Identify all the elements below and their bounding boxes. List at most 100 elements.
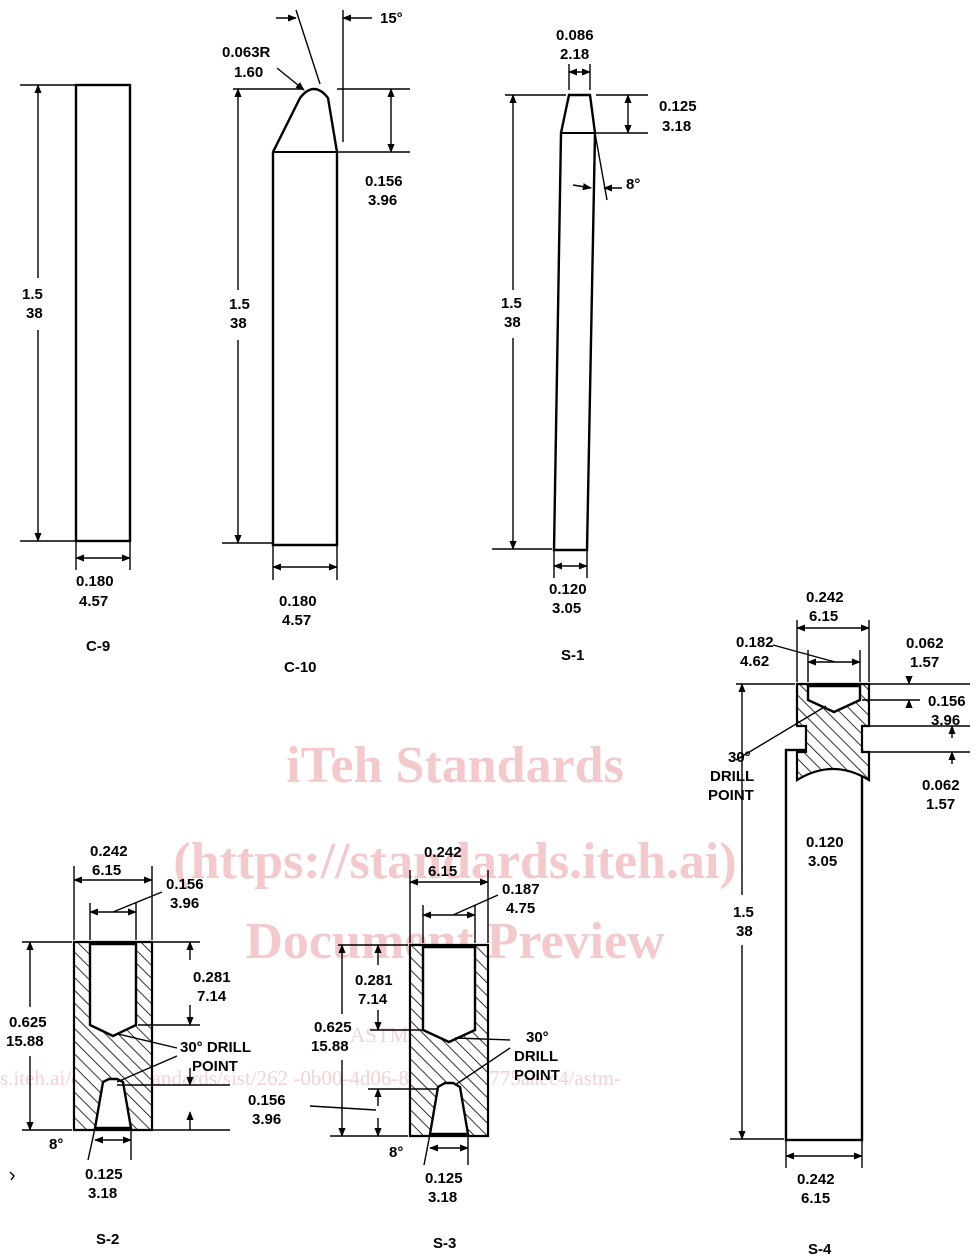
s4-neck-mm: 3.05 <box>808 853 837 870</box>
s2-bottom-mm: 3.96 <box>252 1111 281 1128</box>
s3-drill-leader-top <box>454 1037 511 1041</box>
s4-top-mm: 1.57 <box>910 654 939 671</box>
s2-hole-in: 0.125 <box>85 1166 123 1183</box>
s3-drill-line2: DRILL <box>514 1048 558 1065</box>
s4-outer-in: 0.242 <box>806 589 844 606</box>
s4-length-in: 1.5 <box>733 904 754 921</box>
s3-bore-leader <box>452 894 499 916</box>
s2-top-bore <box>88 942 138 1038</box>
s2-hole-mm: 3.18 <box>88 1185 117 1202</box>
specimen-s4: 0.242 6.15 0.182 4.62 0.062 1.57 0.156 3… <box>708 589 970 1258</box>
c10-body <box>271 87 339 547</box>
c10-radius-leader <box>276 67 305 91</box>
s4-drill-line2: DRILL <box>710 768 754 785</box>
s1-width-in: 0.120 <box>549 581 587 598</box>
s2-bottom-in: 0.156 <box>248 1092 286 1109</box>
s1-length-mm: 38 <box>504 314 521 331</box>
c10-angle-line <box>295 9 321 85</box>
s4-caption: S-4 <box>808 1241 832 1258</box>
specimen-c10: 1.5 38 0.063R 1.60 15° 0.156 3.96 0.180 … <box>222 9 410 676</box>
s2-angle: 8° <box>49 1136 63 1153</box>
s4-cup-mm: 3.96 <box>931 712 960 729</box>
s2-drill-line1: 30° DRILL <box>180 1039 251 1056</box>
c9-caption: C-9 <box>86 638 110 655</box>
s1-tip-in: 0.086 <box>556 27 594 44</box>
c9-length-in: 1.5 <box>22 286 43 303</box>
s4-cup <box>806 684 862 714</box>
s3-angle: 8° <box>389 1144 403 1161</box>
s3-length-in: 0.625 <box>314 1019 352 1036</box>
s3-outer-in: 0.242 <box>424 844 462 861</box>
specimen-c9: 1.5 38 0.180 4.57 C-9 <box>20 83 132 655</box>
c10-radius-in: 0.063R <box>222 44 271 61</box>
specimen-s3: 0.242 6.15 0.187 4.75 0.281 7.14 0.625 1… <box>309 844 560 1252</box>
c9-body <box>74 83 132 543</box>
s4-head-section <box>795 682 871 782</box>
s4-cup-in: 0.156 <box>928 693 966 710</box>
c9-length-mm: 38 <box>26 305 43 322</box>
s3-hole-mm: 3.18 <box>428 1189 457 1206</box>
c10-angle: 15° <box>380 10 403 27</box>
s2-length-in: 0.625 <box>9 1014 47 1031</box>
s2-depth-mm: 7.14 <box>197 988 227 1005</box>
s2-drill-leader-bottom <box>116 1055 178 1083</box>
s3-drill-line3: POINT <box>514 1067 560 1084</box>
c10-length-in: 1.5 <box>229 296 250 313</box>
s3-drill-line1: 30° <box>526 1029 549 1046</box>
watermark-line-4: ASTM <box>350 1023 409 1047</box>
s3-caption: S-3 <box>433 1235 456 1252</box>
s3-hole-leader <box>309 1105 377 1111</box>
s4-top-in: 0.062 <box>906 635 944 652</box>
s4-drill-leader <box>735 705 827 761</box>
s4-shank <box>784 748 864 1142</box>
specimen-s2: 0.242 6.15 0.156 3.96 0.281 7.14 0.625 1… <box>6 843 286 1248</box>
s2-bore-mm: 3.96 <box>170 895 199 912</box>
s2-bore-in: 0.156 <box>166 876 204 893</box>
c10-tip-in: 0.156 <box>365 173 403 190</box>
s3-angle-line <box>423 1133 431 1166</box>
s3-bore-mm: 4.75 <box>506 900 535 917</box>
s4-outer-mm: 6.15 <box>809 608 838 625</box>
s4-drill-line3: POINT <box>708 787 754 804</box>
s3-depth-in: 0.281 <box>355 972 393 989</box>
s2-angle-line <box>87 1127 96 1161</box>
s3-length-mm: 15.88 <box>311 1038 349 1055</box>
c10-width-mm: 4.57 <box>282 612 311 629</box>
c9-width-mm: 4.57 <box>79 593 108 610</box>
s4-width-mm: 6.15 <box>801 1190 830 1207</box>
s3-hole-in: 0.125 <box>425 1170 463 1187</box>
s3-drill-leader-bottom <box>454 1047 511 1086</box>
c9-width-in: 0.180 <box>76 573 114 590</box>
s3-outer-mm: 6.15 <box>428 863 457 880</box>
s2-outer-mm: 6.15 <box>92 862 121 879</box>
s2-drill-leader-top <box>117 1033 178 1049</box>
s1-angle-line <box>594 132 608 201</box>
stray-mark <box>9 1171 15 1181</box>
s2-caption: S-2 <box>96 1231 119 1248</box>
s4-bore-in: 0.182 <box>736 634 774 651</box>
c10-tip-mm: 3.96 <box>368 192 397 209</box>
s2-bore-leader <box>112 891 163 913</box>
s4-groove-in: 0.062 <box>922 777 960 794</box>
s1-body <box>552 93 597 552</box>
s4-bore-leader <box>772 644 836 663</box>
s4-drill-line1: 30° <box>728 749 751 766</box>
specimen-s1: 0.086 2.18 0.125 3.18 8° 1.5 38 0.120 3.… <box>492 27 697 664</box>
s4-length-mm: 38 <box>736 923 753 940</box>
s2-drill-line2: POINT <box>192 1058 238 1075</box>
s2-length-mm: 15.88 <box>6 1033 44 1050</box>
s1-angle: 8° <box>626 176 640 193</box>
s1-angle-arrow-left <box>572 183 592 191</box>
c10-length-mm: 38 <box>230 315 247 332</box>
s3-bore-in: 0.187 <box>502 881 540 898</box>
s3-depth-mm: 7.14 <box>358 991 388 1008</box>
s2-depth-in: 0.281 <box>193 969 231 986</box>
s4-width-in: 0.242 <box>797 1171 835 1188</box>
s1-caption: S-1 <box>561 647 584 664</box>
c10-caption: C-10 <box>284 659 317 676</box>
s4-bore-mm: 4.62 <box>740 653 769 670</box>
s2-outer-in: 0.242 <box>90 843 128 860</box>
s1-length-in: 1.5 <box>501 295 522 312</box>
s3-top-bore <box>421 945 477 1044</box>
